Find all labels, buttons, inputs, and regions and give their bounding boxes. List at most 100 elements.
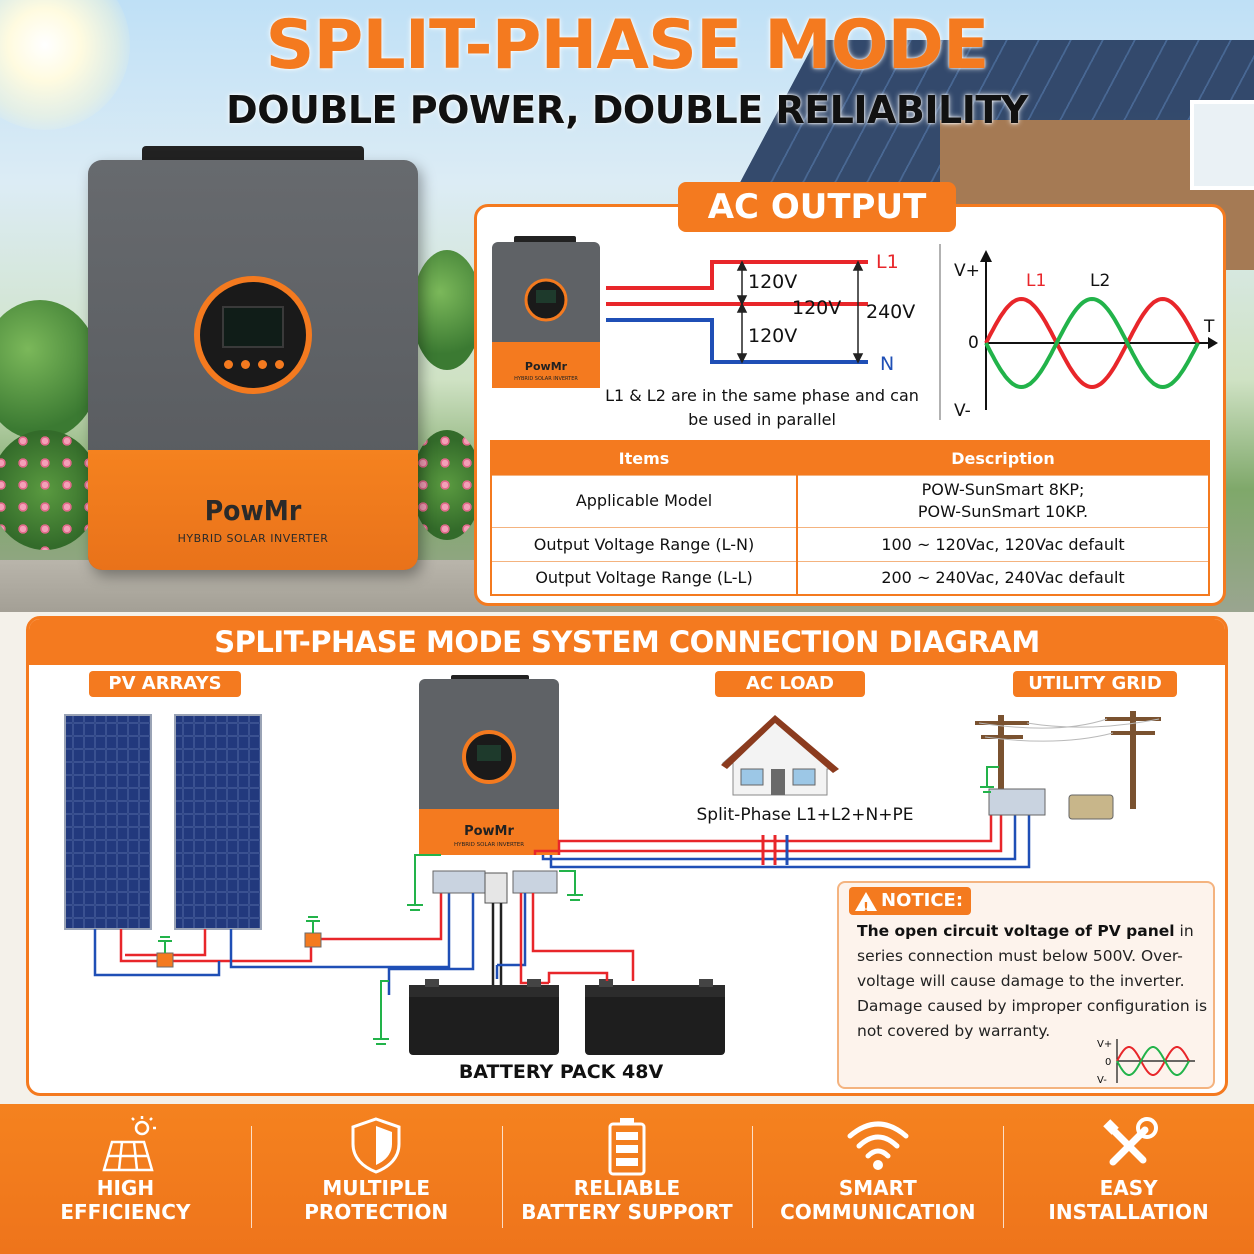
table-cell-item: Applicable Model [491,474,798,527]
connection-diagram-panel: SPLIT-PHASE MODE SYSTEM CONNECTION DIAGR… [26,616,1228,1096]
small-inverter-subtitle: HYBRID SOLAR INVERTER [514,376,578,382]
page-subtitle: DOUBLE POWER, DOUBLE RELIABILITY [226,88,1028,132]
feature-smart-communication: SMART COMMUNICATION [752,1104,1003,1254]
electric-meter [1068,794,1114,820]
waveform-l1-label: L1 [1026,271,1046,291]
mini-waveform-icon: V+ 0 V- [1097,1039,1195,1086]
shield-icon [351,1117,401,1174]
spec-table: Items Description Applicable Model POW-S… [490,440,1210,596]
mini-vplus-label: V+ [1097,1039,1112,1050]
diagram-inverter-brand: PowMr [464,824,514,839]
feature-label: RELIABLE BATTERY SUPPORT [521,1176,733,1224]
voltage-arrows [736,260,864,364]
table-cell-description: 100 ~ 120Vac, 120Vac default [797,526,1209,561]
ac-load-tag: AC LOAD [715,671,865,697]
inverter-product-image: PowMr HYBRID SOLAR INVERTER [88,146,418,570]
voltage-total-label: 240V [866,301,915,323]
line-l1-label: L1 [876,251,899,273]
waveform-l1-line [984,296,1200,390]
table-cell-description: POW-SunSmart 8KP; POW-SunSmart 10KP. [797,474,1209,527]
mini-wave-l2 [1116,1046,1190,1076]
inverter-buttons [224,360,284,370]
warning-icon [855,891,877,923]
feature-label: SMART COMMUNICATION [780,1176,976,1224]
feature-bar: HIGH EFFICIENCY MULTIPLE PROTECTION RELI… [0,1104,1254,1254]
table-header-row: Items Description [491,441,1209,475]
feature-multiple-protection: MULTIPLE PROTECTION [250,1104,502,1254]
utility-pole-icon [998,711,1136,809]
flowers-middle [412,430,482,540]
power-lines [978,718,1160,742]
table-header-description: Description [797,441,1209,475]
voltage-n-label: 120V [748,325,797,347]
grid-breaker [988,788,1046,816]
house-connection-label: Split-Phase L1+L2+N+PE [696,805,914,825]
waveform-vminus-label: V- [954,401,971,421]
table-cell-description: 200 ~ 240Vac, 240Vac default [797,560,1209,595]
feature-label: HIGH EFFICIENCY [60,1176,191,1224]
tree-middle [412,250,482,370]
model-line-1: POW-SunSmart 8KP; [921,480,1085,499]
pv-combiner-1 [156,952,174,968]
ac-grid-wiring [533,801,1031,869]
breaker-group [432,870,558,904]
split-phase-wiring [606,260,868,364]
pv-wiring [93,877,451,977]
waveform-l2-label: L2 [1090,271,1110,291]
voltage-l1-label: 120V [748,271,797,293]
mini-wave-l1 [1116,1046,1190,1076]
bush-left [0,300,100,440]
battery-wiring [495,965,609,983]
utility-grid-tag: UTILITY GRID [1013,671,1177,697]
voltage-mid-label: 120V [792,297,841,319]
inverter-handle [142,146,364,164]
table-row: Output Voltage Range (L-L) 200 ~ 240Vac,… [491,560,1209,595]
inverter-orange-panel [88,450,418,570]
battery-pack-label: BATTERY PACK 48V [458,1061,664,1083]
tools-icon [1102,1117,1158,1166]
ac-output-badge: AC OUTPUT [678,182,956,232]
inverter-lcd-screen [222,306,284,348]
waveform-t-label: T [1203,317,1215,337]
pv-arrays-tag: PV ARRAYS [89,671,241,697]
sine-waveform-chart [980,250,1218,410]
notice-first-line: The open circuit voltage of PV panel [857,922,1175,940]
solar-panel-icon [102,1116,157,1172]
flowers-left [0,430,100,550]
model-line-2: POW-SunSmart 10KP. [917,502,1089,521]
feature-reliable-battery: RELIABLE BATTERY SUPPORT [501,1104,753,1254]
mini-vminus-label: V- [1097,1075,1107,1086]
pv-combiner-2 [304,932,322,948]
inverter-body: PowMr HYBRID SOLAR INVERTER [88,160,418,570]
inverter-model-label: HYBRID SOLAR INVERTER [177,532,329,545]
page-title: SPLIT-PHASE MODE [265,6,990,85]
table-row: Output Voltage Range (L-N) 100 ~ 120Vac,… [491,526,1209,561]
notice-body: in series connection must below 500V. Ov… [857,922,1208,1040]
battery-1 [409,979,559,1055]
ac-output-note: L1 & L2 are in the same phase and can be… [605,386,919,429]
inverter-brand: PowMr [204,494,302,527]
table-cell-item: Output Voltage Range (L-N) [491,526,798,561]
waveform-vplus-label: V+ [954,261,980,281]
connection-diagram-graphic: PowMr HYBRID SOLAR INVERTER [64,675,1161,1055]
feature-label: MULTIPLE PROTECTION [304,1176,449,1224]
house-window-background [1190,100,1254,190]
diagram-inverter-subtitle: HYBRID SOLAR INVERTER [454,842,524,848]
notice-header: NOTICE: [849,887,972,923]
pv-panel-1 [64,714,152,930]
notice-box: NOTICE: The open circuit voltage of PV p… [837,881,1215,1089]
small-inverter-icon [492,236,600,388]
grid-ground [980,766,999,793]
house-icon [721,715,839,796]
diagram-title: SPLIT-PHASE MODE SYSTEM CONNECTION DIAGR… [29,619,1225,665]
notice-title: NOTICE: [881,890,964,911]
line-n-label: N [880,353,894,375]
mini-zero-label: 0 [1105,1057,1111,1068]
inverter-display-ring [194,276,312,394]
feature-high-efficiency: HIGH EFFICIENCY [0,1104,251,1254]
diagram-inverter [419,675,559,855]
wifi-icon [847,1121,909,1170]
waveform-zero-label: 0 [968,333,979,353]
feature-label: EASY INSTALLATION [1048,1176,1209,1224]
waveform-l2-line [984,296,1200,390]
